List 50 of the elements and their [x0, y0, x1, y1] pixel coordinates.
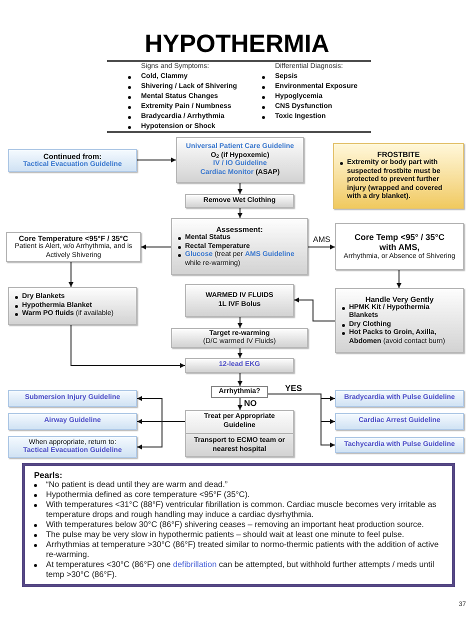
guideline-box: [335, 437, 464, 453]
arrow: [136, 158, 176, 162]
arrow: [238, 316, 242, 328]
process-box: [185, 194, 294, 208]
note-box: [333, 143, 464, 209]
arrow: [396, 270, 402, 288]
title: HYPOTHERMIA: [144, 30, 330, 58]
arrow: [308, 244, 336, 250]
process-box: [185, 410, 294, 457]
process-box: [335, 288, 464, 353]
arrow: [238, 372, 242, 386]
edge-label: YES: [284, 384, 304, 392]
edge-label: NO: [243, 399, 258, 408]
arrow: [268, 394, 336, 448]
arrow: [238, 348, 242, 358]
arrow: [294, 298, 336, 322]
bullet-text: With temperatures <31°C (88°F) ventricular fibrillation is common. Cardiac muscle becomes very irritable as temperature drops and rough handling may induce a cardiac dysrhythmia.: [46, 500, 438, 520]
process-box: [176, 137, 304, 183]
process-box: [171, 328, 308, 348]
guideline-box: [8, 436, 137, 458]
heading-text: Core Temp <95° / 35°C with AMS,: [353, 232, 446, 252]
process-box: [8, 287, 137, 325]
condition-box: [335, 223, 464, 270]
arrow: [238, 208, 242, 218]
guideline-box: [335, 390, 464, 407]
arrow: [70, 324, 186, 368]
bullet-text: With temperatures below 30°C (86°F) shivering ceases – removing an important heat production source.: [46, 520, 424, 530]
bullet-text: Arrhythmias at temperature >30°C (86°F) treated similar to normo-thermic patients with the addition of active re-warming.: [46, 540, 440, 560]
arrow: [238, 182, 242, 194]
link-text: defibrillation: [172, 560, 217, 569]
guideline-box: [8, 390, 137, 407]
process-box: [171, 218, 308, 275]
bullet-text: “No patient is dead until they are warm and dead.”: [46, 480, 228, 490]
guideline-box: [335, 413, 464, 430]
process-box: [185, 358, 294, 373]
reference-box: [8, 149, 137, 172]
decision-box: [211, 386, 268, 398]
bullet-text: At temperatures <30°C (86°F) one defibrillation can be attempted, but withhold further attempts / meds until temp >30°C (86°F).: [46, 560, 436, 580]
pearls-panel: [22, 463, 455, 587]
arrow: [136, 421, 186, 450]
condition-box: [6, 232, 141, 262]
heading-text: Pearls:: [34, 470, 64, 480]
bullet-text: The pulse may be very slow in hypothermic patients – should wait at least one minute to feel pulse.: [46, 530, 404, 540]
bullet-text: Hypothermia defined as core temperature <95°F (35°C).: [46, 490, 250, 500]
edge-label: AMS: [312, 235, 332, 244]
arrow: [68, 262, 74, 288]
arrow: [140, 244, 172, 250]
process-box: [185, 284, 294, 317]
arrow: [238, 398, 242, 410]
guideline-box: [8, 413, 137, 430]
